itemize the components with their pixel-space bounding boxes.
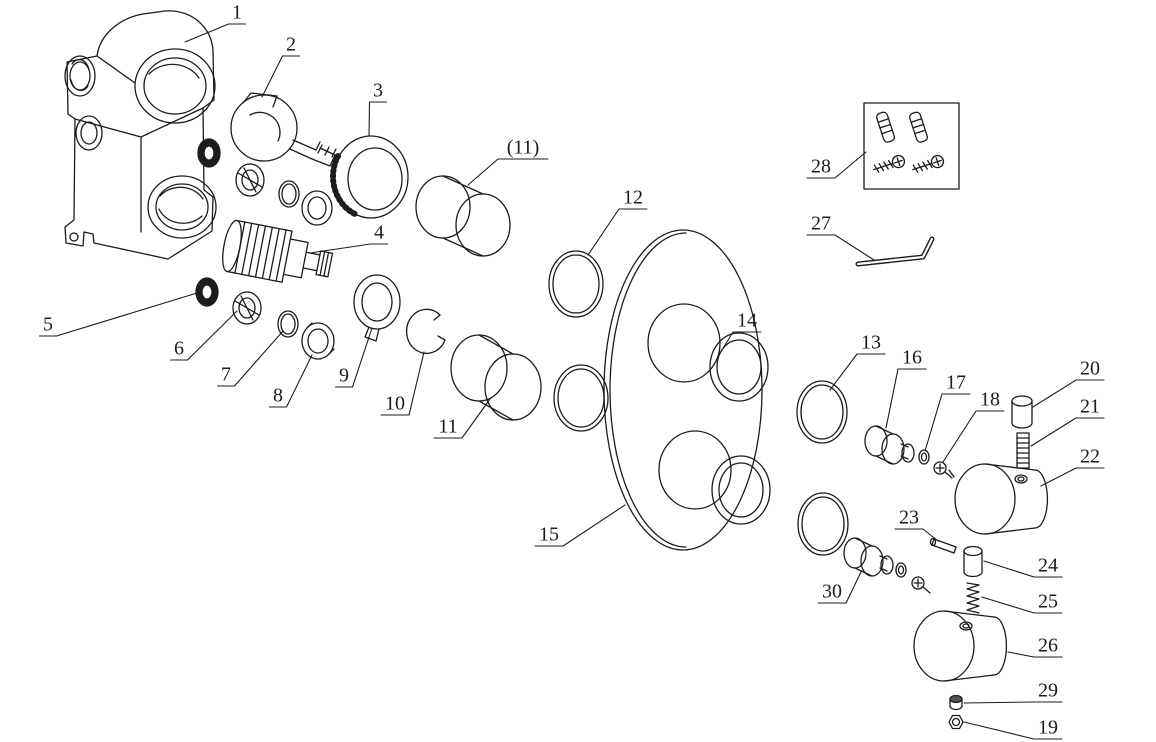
leader-line-13 (829, 353, 886, 391)
leader-line-12 (587, 208, 648, 256)
leader-line-20 (1032, 379, 1105, 408)
part-16-adapter-drawing (864, 425, 915, 465)
part-8-plug-drawing (301, 322, 335, 360)
leader-line-22 (1040, 467, 1105, 487)
part-29-cap-drawing (949, 694, 963, 711)
leader-line-24 (983, 560, 1063, 578)
part-4-thermostatic-cartridge-drawing (222, 219, 334, 283)
leader-line-1 (184, 23, 247, 43)
part-7-oring-drawing (277, 310, 299, 338)
leader-line-26 (1007, 651, 1063, 658)
part-15-face-plate-drawing (603, 229, 763, 551)
part-21-threaded-stud-drawing (1016, 432, 1030, 469)
part-3-lock-ring-drawing (330, 135, 409, 219)
part-14-trim-rings-drawing (709, 332, 771, 525)
part-12-orings-drawing (548, 250, 609, 432)
leader-line-19 (963, 721, 1063, 740)
part-26-handle-drawing (913, 610, 1008, 682)
leader-line-8 (268, 354, 313, 408)
leader-line-10 (380, 351, 425, 416)
part-11-sleeve-drawing (450, 334, 542, 421)
part-18-screw-drawing (933, 461, 955, 479)
leader-line-3 (368, 101, 388, 137)
leader-line-30 (817, 571, 862, 604)
part-11-upper-sleeve-drawing (415, 175, 511, 257)
part-30-adapter-drawing (843, 537, 931, 594)
part-2-cartridge-drawing (230, 92, 337, 167)
leader-line-5 (38, 292, 198, 337)
leader-line-6 (169, 310, 238, 361)
part-25-spring-drawing (966, 582, 980, 614)
part-13-orings-drawing (796, 380, 849, 556)
part-1-valve-body-drawing (64, 10, 217, 260)
leader-lines-layer (38, 23, 1105, 740)
part-6-check-valve-drawing (232, 291, 262, 325)
leader-line-27 (806, 234, 875, 261)
leader-line-25 (981, 596, 1063, 614)
leader-line-9 (334, 327, 373, 388)
part-10-clip-drawing (405, 308, 446, 354)
leader-line-4 (309, 243, 389, 254)
part-22-handle-drawing (954, 463, 1049, 535)
part-23-pin-drawing (929, 537, 957, 554)
part-28-fixing-kit-drawing (863, 102, 960, 190)
leader-line-15 (534, 504, 626, 547)
part-9-stop-ring-drawing (353, 274, 401, 342)
leader-line-23 (894, 528, 939, 542)
leader-line-21 (1030, 417, 1105, 447)
leader-line-29 (963, 701, 1063, 704)
upper-port-small-parts-drawing (197, 138, 333, 226)
leader-line-16 (885, 368, 927, 429)
part-20-spacer-drawing (1011, 395, 1033, 429)
leader-line-14 (721, 331, 762, 351)
leader-line-11 (467, 158, 549, 186)
leader-line-11 (433, 398, 491, 439)
leader-line-28 (806, 151, 867, 179)
part-19-nut-drawing (948, 714, 964, 730)
leader-line-18 (942, 410, 1005, 463)
part-17-washer-drawing (918, 449, 930, 465)
leader-line-17 (924, 393, 971, 452)
leader-line-7 (216, 330, 284, 387)
part-27-allen-key-drawing (855, 236, 935, 267)
part-24-spacer-drawing (963, 545, 983, 578)
leader-line-2 (261, 55, 301, 98)
part-5-seal-drawing (195, 277, 219, 307)
